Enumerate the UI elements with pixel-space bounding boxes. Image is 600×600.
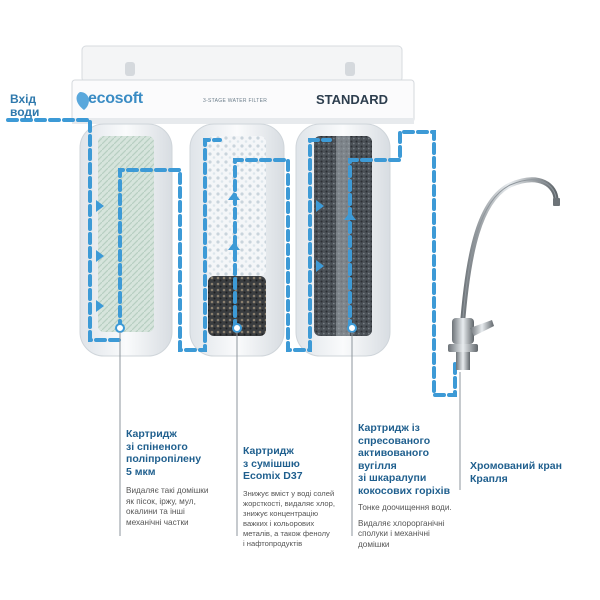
cartridge-3-description: Тонке доочищення води. Видаляє хлорорган… [358, 503, 470, 550]
cartridge-3-label: Картридж із спресованого активованого ву… [358, 422, 470, 550]
chrome-faucet [448, 177, 560, 370]
cartridge-polypropylene [98, 136, 154, 332]
ecosoft-logo-icon [76, 92, 89, 110]
desc-line: як пісок, іржу, мул, [126, 496, 196, 506]
filter-bracket [71, 45, 415, 124]
brand-name: ecosoft [88, 90, 143, 107]
title-line: активованого вугілля [358, 447, 429, 472]
faucet-label: Хромований кран Крапля [470, 460, 595, 485]
title-line: Картридж із [358, 422, 420, 434]
cartridge-2-title: Картридж з сумішшю Ecomix D37 [243, 445, 353, 483]
title-line: 5 мкм [126, 465, 156, 478]
desc-line: Тонке доочищення води. [358, 503, 452, 512]
cartridge-1-label: Картридж зі спіненого поліпропілену 5 мк… [126, 428, 226, 528]
desc-line: сполуки і механічні [358, 529, 430, 538]
product-subtitle: 3-STAGE WATER FILTER [203, 98, 268, 104]
title-line: спресованого [358, 434, 431, 447]
title-line: Хромований кран [470, 460, 562, 472]
title-line: кокосових горіхів [358, 484, 451, 497]
cartridge-3-title: Картридж із спресованого активованого ву… [358, 422, 470, 497]
desc-line: домішки [358, 539, 390, 549]
housing-1 [79, 123, 173, 357]
cartridge-1-description: Видаляє такі домішки як пісок, іржу, мул… [126, 486, 226, 528]
water-flow-path [6, 118, 457, 397]
desc-line: металів, а також фенолу [243, 528, 330, 538]
desc-line: і нафтопродуктів [243, 538, 303, 548]
model-name: STANDARD [316, 92, 388, 107]
cartridge-2-description: Знижує вміст у воді солей жорсткості, ви… [243, 489, 353, 549]
title-line: Крапля [470, 472, 508, 485]
faucet-title: Хромований кран Крапля [470, 460, 595, 485]
faucet-lever [470, 320, 494, 336]
cartridge-ecomix-top [208, 136, 266, 276]
water-inlet-label: Вхід води [10, 93, 54, 119]
desc-line: окалини та інші [126, 507, 185, 516]
leader-lines [119, 332, 461, 536]
cartridge-2-label: Картридж з сумішшю Ecomix D37 Знижує вмі… [243, 445, 353, 549]
title-line: зі спіненого [126, 440, 188, 453]
title-line: зі шкаралупи [358, 472, 427, 484]
desc-line: Знижує вміст у воді солей [243, 488, 335, 498]
cartridge-ecomix-bottom [208, 276, 266, 336]
housing-3 [295, 123, 391, 357]
inlet-label-line: води [10, 105, 40, 119]
title-line: Ecomix D37 [243, 470, 303, 482]
title-line: поліпропілену [126, 453, 202, 465]
title-line: з сумішшю [243, 457, 300, 470]
title-line: Картридж [243, 445, 294, 457]
flow-arrows [96, 192, 356, 312]
desc-line: жорсткості, видаляє хлор, [243, 498, 335, 508]
desc-line: Видаляє такі домішки [126, 486, 209, 495]
desc-line: Видаляє хлорорганічні [358, 518, 445, 528]
desc-line: механічні частки [126, 517, 189, 527]
cartridge-1-title: Картридж зі спіненого поліпропілену 5 мк… [126, 428, 226, 478]
inlet-label-line: Вхід [10, 92, 37, 106]
desc-line: важких і кольорових [243, 518, 315, 528]
title-line: Картридж [126, 428, 177, 440]
desc-line: знижує концентрацію [243, 508, 319, 518]
